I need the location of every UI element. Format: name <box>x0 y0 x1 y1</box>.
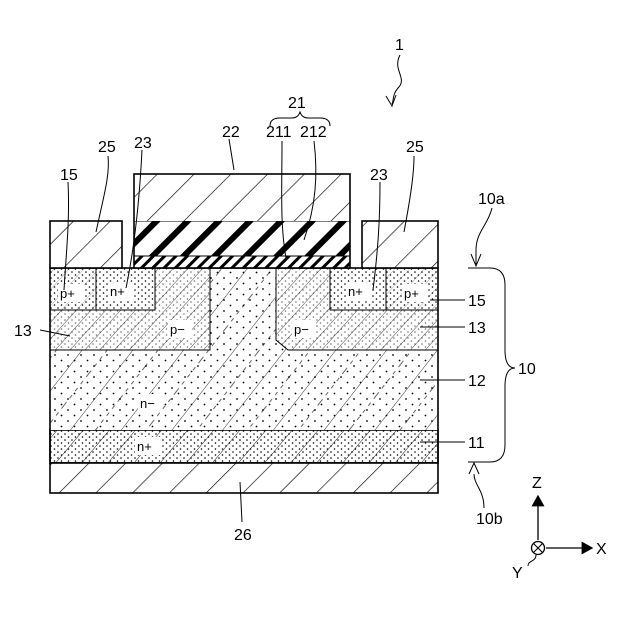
drain-electrode <box>50 463 438 493</box>
doping-n-plus-substrate: n+ <box>137 439 152 454</box>
label-gate-group: 21 <box>288 95 306 112</box>
doping-n-minus: n− <box>140 396 155 411</box>
label-source-region-right: 23 <box>370 167 388 184</box>
label-body-region-left: 13 <box>14 323 32 340</box>
label-drain-electrode: 26 <box>234 527 252 544</box>
label-device: 1 <box>395 37 404 54</box>
doping-p-plus-right: p+ <box>404 286 419 301</box>
gate-layer-212 <box>134 221 350 256</box>
label-gate-electrode: 22 <box>222 124 240 141</box>
source-electrode-left <box>50 221 122 268</box>
label-gate-layer-212: 212 <box>300 124 327 141</box>
axis-indicator: Z X Y <box>512 475 607 582</box>
label-source-electrode-right: 25 <box>406 139 424 156</box>
label-substrate-layer: 11 <box>468 435 485 452</box>
doping-p-minus-left: p− <box>170 322 185 337</box>
label-contact-region-left: 15 <box>60 167 78 184</box>
label-gate-layer-211: 211 <box>266 124 292 141</box>
axis-label-x: X <box>596 541 607 558</box>
axis-label-z: Z <box>532 475 542 492</box>
doping-p-minus-right: p− <box>294 322 309 337</box>
substrate-layer <box>50 430 438 463</box>
doping-n-plus-left: n+ <box>110 284 125 299</box>
label-drift-layer: 12 <box>468 373 486 390</box>
gate-layer-211 <box>134 256 350 268</box>
label-semiconductor-body: 10 <box>518 361 536 378</box>
label-source-region-left: 23 <box>134 135 152 152</box>
label-bottom-surface: 10b <box>476 511 503 528</box>
label-contact-region-right: 15 <box>468 293 486 310</box>
label-source-electrode-left: 25 <box>98 139 116 156</box>
label-top-surface: 10a <box>478 191 505 208</box>
doping-n-plus-right: n+ <box>348 284 363 299</box>
axis-label-y: Y <box>512 565 523 582</box>
source-electrode-right <box>362 221 438 268</box>
label-body-region-right: 13 <box>468 320 486 337</box>
doping-p-plus-left: p+ <box>60 286 75 301</box>
